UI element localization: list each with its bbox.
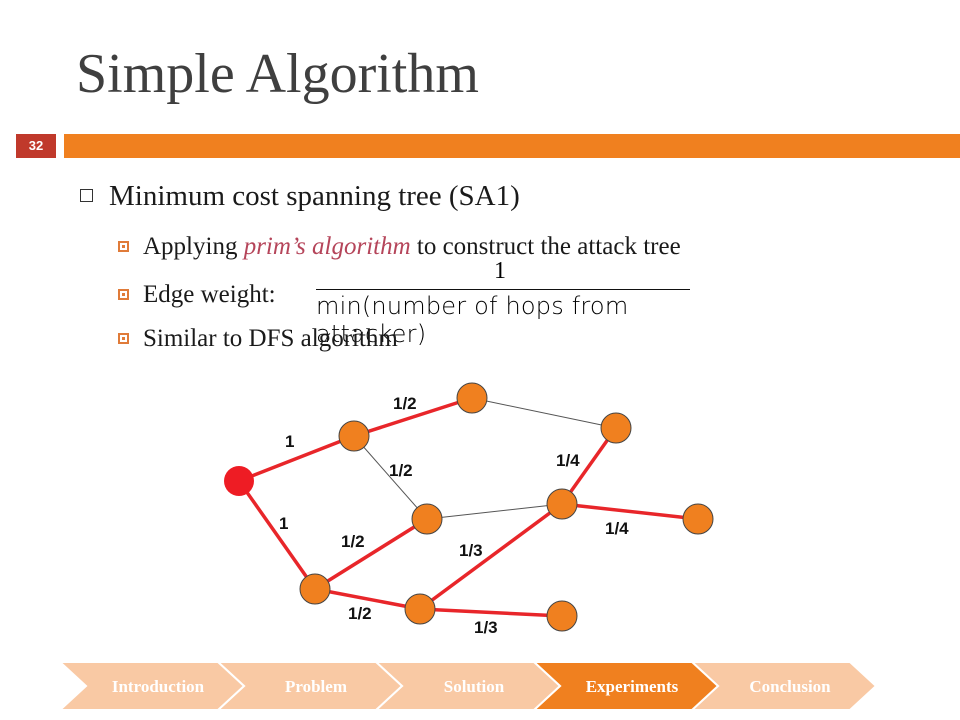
- nav-chevron-shape: [60, 662, 246, 710]
- graph-node: [546, 488, 578, 520]
- bullet-prim-emphasis: prim’s algorithm: [243, 233, 411, 260]
- graph-node: [338, 420, 370, 452]
- formula-numerator: 1: [494, 258, 506, 284]
- edge-label: 1/3: [474, 618, 498, 637]
- fraction-bar: [316, 289, 690, 290]
- nav-item-label: Conclusion: [749, 677, 831, 696]
- edge-label: 1/2: [389, 461, 413, 480]
- edge-1-5: [353, 435, 428, 520]
- square-bullet-icon: [118, 288, 129, 300]
- nav-item-label: Solution: [444, 677, 505, 696]
- nav-item-problem[interactable]: Problem: [216, 662, 404, 710]
- bullet-dfs: Similar to DFS algorithm: [118, 325, 398, 353]
- graph-node: [546, 600, 578, 632]
- edge-8-9: [419, 607, 563, 618]
- section-progress-nav: Conclusion Experiments Solution Problem Intr…: [60, 662, 878, 710]
- graph-node: [411, 503, 443, 535]
- edge-weight-formula: 1 min(number of hops from attacker): [310, 258, 690, 348]
- edge-2-8: [314, 587, 421, 611]
- edge-label: 1/4: [605, 519, 629, 538]
- hollow-square-bullet-icon: [80, 188, 93, 202]
- graph-node: [299, 573, 331, 605]
- bullet-main-text: Minimum cost spanning tree (SA1): [109, 180, 520, 212]
- edge-label: 1/4: [556, 451, 580, 470]
- edge-3-4: [471, 397, 617, 429]
- edge-label: 1: [285, 432, 294, 451]
- bullet-edge-weight-text: Edge weight:: [143, 281, 276, 308]
- edge-6-7: [561, 502, 699, 521]
- nav-item-label: Experiments: [586, 677, 679, 696]
- formula-denominator: min(number of hops from attacker): [316, 292, 629, 348]
- slide-number: 32: [16, 134, 56, 158]
- graph-edges: [237, 396, 699, 618]
- nav-item-label: Introduction: [112, 677, 205, 696]
- edge-0-1: [238, 434, 355, 483]
- bullet-dfs-text: Similar to DFS algorithm: [143, 325, 398, 352]
- square-bullet-icon: [118, 332, 129, 344]
- root-node-attacker: [224, 466, 254, 496]
- bullet-main: Minimum cost spanning tree (SA1): [80, 180, 520, 213]
- graph-node: [682, 503, 714, 535]
- edge-label: 1/3: [459, 541, 483, 560]
- edge-label: 1/2: [348, 604, 372, 623]
- slide-title: Simple Algorithm: [76, 43, 479, 105]
- edge-0-2: [237, 479, 317, 591]
- bullet-prim-post: to construct the attack tree: [410, 233, 681, 260]
- square-bullet-icon: [118, 240, 129, 252]
- edge-label: 1/2: [341, 532, 365, 551]
- graph-node: [404, 593, 436, 625]
- nav-item-label: Problem: [285, 677, 347, 696]
- nav-item-solution[interactable]: Solution: [374, 662, 562, 710]
- edge-5-6: [426, 503, 563, 520]
- edge-labels: 1/2 1 1/2 1/4 1 1/2 1/3 1/4 1/2 1/3: [279, 394, 629, 637]
- title-divider-bar: [64, 134, 960, 158]
- nav-item-experiments[interactable]: Experiments: [532, 662, 720, 710]
- edge-4-6: [560, 426, 618, 506]
- graph-node: [456, 382, 488, 414]
- graph-node: [600, 412, 632, 444]
- bullet-prim-pre: Applying: [143, 233, 244, 260]
- bullet-prim: Applying prim’s algorithm to construct t…: [118, 233, 681, 261]
- edge-label: 1: [279, 514, 288, 533]
- bullet-edge-weight: Edge weight:: [118, 281, 276, 309]
- nav-item-conclusion[interactable]: Conclusion: [690, 662, 878, 710]
- edge-1-3: [353, 396, 473, 438]
- nav-item-introduction[interactable]: Introduction: [60, 662, 246, 710]
- edge-2-5: [314, 517, 428, 591]
- edge-8-6: [418, 502, 564, 611]
- graph-nodes: [224, 382, 714, 632]
- edge-label: 1/2: [393, 394, 417, 413]
